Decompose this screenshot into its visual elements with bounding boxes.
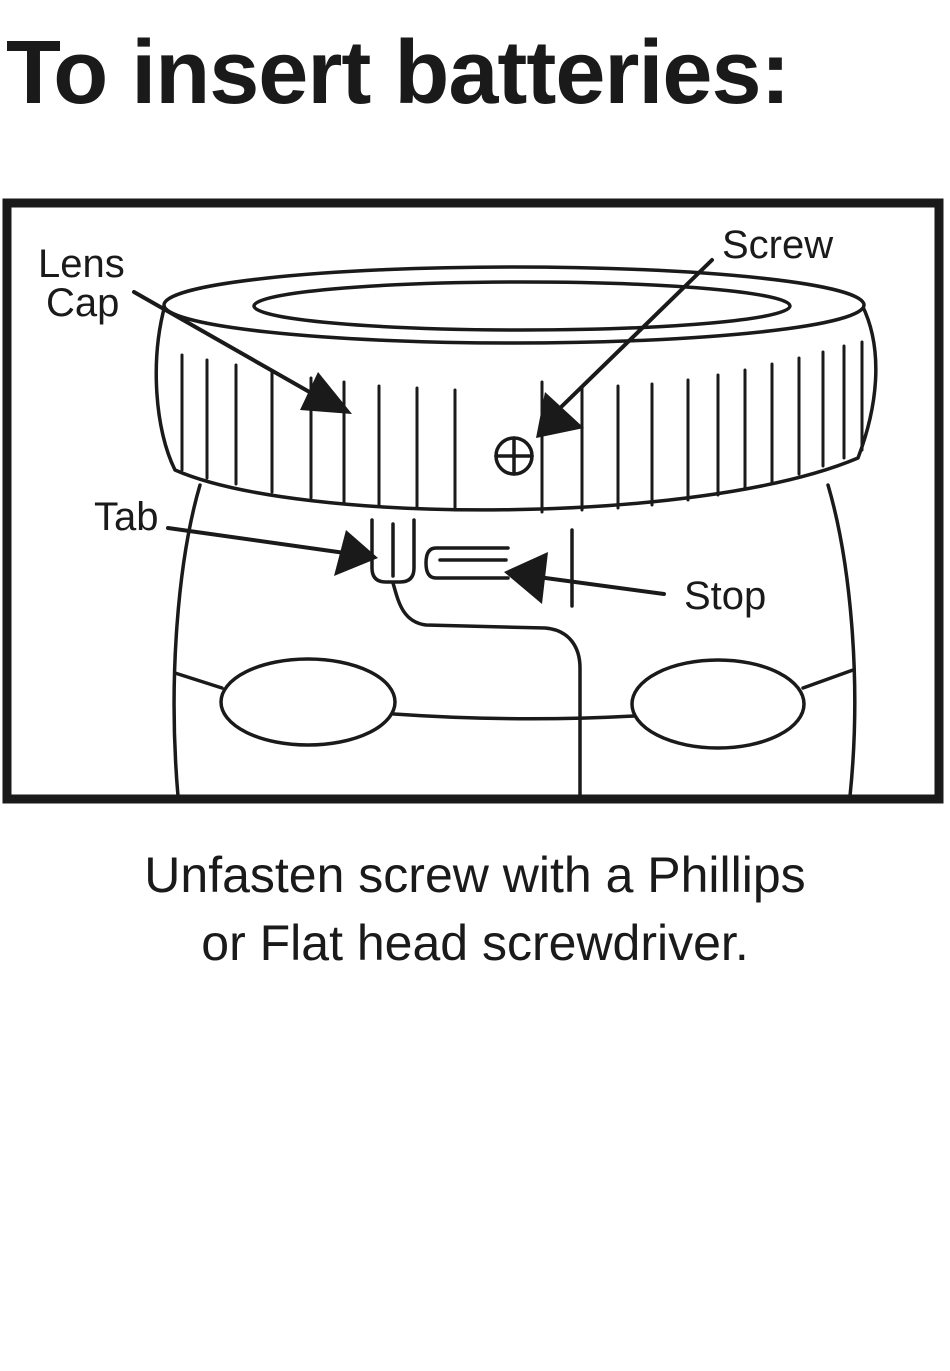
stop-arrow-line xyxy=(538,577,664,594)
body-oval-left xyxy=(221,659,395,745)
body-oval-right xyxy=(632,660,804,748)
stop-arrowhead xyxy=(504,552,548,604)
lens-cap-label-line2: Cap xyxy=(46,281,119,325)
caption-line-2: or Flat head screwdriver. xyxy=(0,910,950,978)
stop-shape xyxy=(426,548,508,578)
instruction-caption: Unfasten screw with a Phillips or Flat h… xyxy=(0,842,950,977)
compartment-seam xyxy=(393,583,580,796)
stop-label: Stop xyxy=(684,574,766,618)
body-band-right xyxy=(803,670,853,688)
screw-label: Screw xyxy=(722,223,833,267)
tab-label: Tab xyxy=(94,495,159,539)
caption-line-1: Unfasten screw with a Phillips xyxy=(0,842,950,910)
body-band-left xyxy=(175,673,222,688)
screw-icon xyxy=(496,438,532,474)
body-band-middle xyxy=(394,714,634,719)
lens-cap-label-line1: Lens xyxy=(38,242,125,286)
tab-arrow-line xyxy=(168,528,345,553)
device-body-right-edge xyxy=(828,485,855,796)
